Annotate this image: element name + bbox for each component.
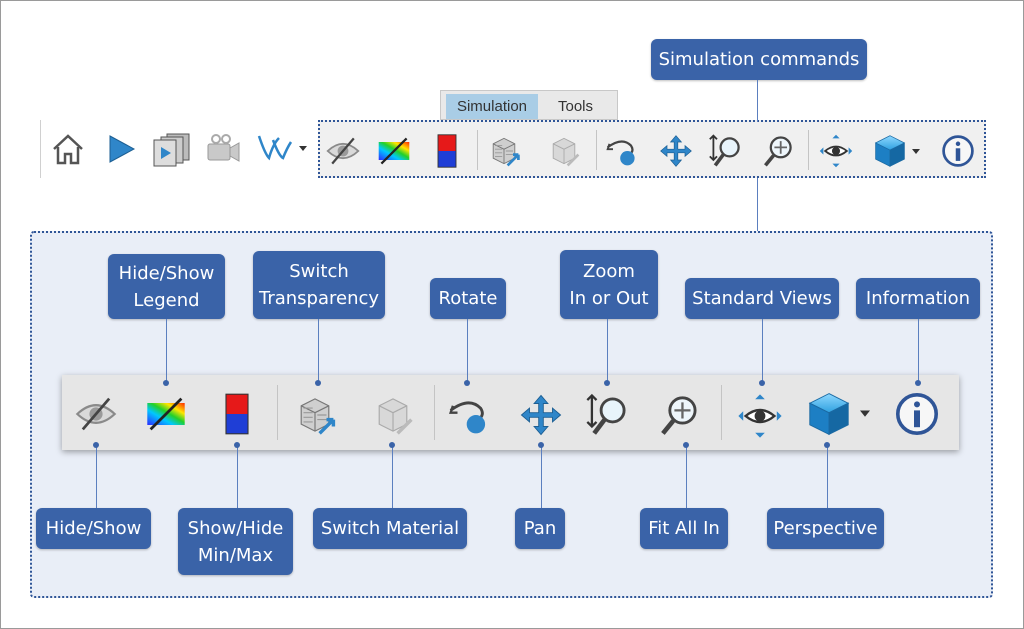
callout-standard-views: Standard Views — [685, 278, 839, 319]
connector-line — [918, 319, 919, 382]
connector-line — [96, 443, 97, 508]
transparency-icon[interactable] — [486, 133, 522, 169]
connector-dot — [604, 380, 610, 386]
camera-icon[interactable] — [205, 132, 243, 166]
connector-dot — [234, 442, 240, 448]
play-icon[interactable] — [105, 132, 139, 166]
connector-line — [541, 443, 542, 508]
connector-line — [318, 319, 319, 382]
transparency-icon[interactable] — [292, 392, 338, 438]
standard-views-icon[interactable] — [818, 133, 854, 169]
callout-fit-all-in: Fit All In — [640, 508, 728, 549]
eye-slash-icon[interactable] — [74, 392, 118, 436]
fit-all-icon[interactable] — [760, 133, 796, 169]
main-toolbar — [40, 120, 319, 178]
callout-information: Information — [856, 278, 980, 319]
tab-tools[interactable]: Tools — [557, 98, 594, 115]
callout-switch-material: Switch Material — [313, 508, 467, 549]
perspective-cube-icon[interactable] — [805, 390, 853, 438]
connector-line — [827, 443, 828, 508]
tab-simulation[interactable]: Simulation — [446, 94, 538, 119]
info-icon[interactable] — [940, 133, 976, 169]
dropdown-arrow-icon[interactable] — [299, 144, 307, 152]
info-icon[interactable] — [893, 390, 941, 438]
home-icon[interactable] — [49, 130, 87, 168]
connector-line — [166, 319, 167, 382]
toolbar-separator — [434, 385, 435, 440]
dropdown-arrow-icon[interactable] — [912, 147, 920, 155]
perspective-cube-icon[interactable] — [872, 133, 908, 169]
film-strip-icon[interactable] — [151, 130, 195, 168]
rotate-icon[interactable] — [604, 133, 640, 169]
connector-line — [607, 319, 608, 382]
toolbar-separator — [808, 130, 809, 170]
connector-dot — [915, 380, 921, 386]
callout-pan: Pan — [515, 508, 565, 549]
connector-dot — [683, 442, 689, 448]
simulation-commands-toolbar — [318, 120, 986, 178]
toolbar-separator — [721, 385, 722, 440]
ribbon-tabs: Simulation Tools — [440, 90, 618, 120]
callout-hide-show: Hide/Show — [36, 508, 151, 549]
callout-simulation-commands: Simulation commands — [651, 39, 867, 80]
connector-dot — [315, 380, 321, 386]
toolbar-separator — [596, 130, 597, 170]
connector-dot — [538, 442, 544, 448]
connector-line — [237, 443, 238, 508]
material-icon[interactable] — [546, 133, 582, 169]
zoom-icon[interactable] — [708, 133, 744, 169]
connector-dot — [824, 442, 830, 448]
callout-perspective: Perspective — [767, 508, 884, 549]
connector-line — [392, 443, 393, 508]
min-max-icon[interactable] — [215, 392, 259, 436]
connector-dot — [93, 442, 99, 448]
connector-line — [757, 178, 758, 231]
standard-views-icon[interactable] — [736, 392, 784, 440]
toolbar-separator — [477, 130, 478, 170]
legend-slash-icon[interactable] — [144, 392, 188, 436]
connector-line — [686, 443, 687, 508]
connector-dot — [389, 442, 395, 448]
fit-all-icon[interactable] — [656, 392, 702, 438]
callout-rotate: Rotate — [430, 278, 506, 319]
connector-dot — [163, 380, 169, 386]
rotate-icon[interactable] — [446, 392, 492, 438]
pan-icon[interactable] — [518, 392, 564, 438]
connector-line — [467, 319, 468, 382]
pan-icon[interactable] — [658, 133, 694, 169]
zoom-icon[interactable] — [585, 392, 631, 438]
connector-dot — [759, 380, 765, 386]
material-icon[interactable] — [370, 392, 416, 438]
connector-line — [762, 319, 763, 382]
eye-slash-icon[interactable] — [325, 133, 361, 169]
connector-line — [757, 80, 758, 122]
dropdown-arrow-icon[interactable] — [860, 408, 870, 418]
connector-dot — [464, 380, 470, 386]
curves-icon[interactable] — [255, 130, 295, 164]
toolbar-separator — [277, 385, 278, 440]
min-max-icon[interactable] — [429, 133, 465, 169]
legend-slash-icon[interactable] — [376, 133, 412, 169]
